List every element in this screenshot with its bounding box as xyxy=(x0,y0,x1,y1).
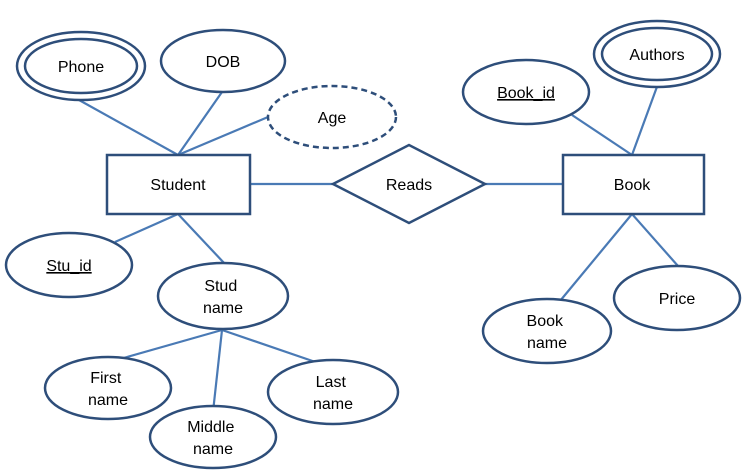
connector-bookname-book xyxy=(559,213,633,302)
stud-name-line-1: Stud xyxy=(204,278,237,295)
connector-bookid-book xyxy=(571,114,633,156)
stud-name-attribute[interactable]: Stud name xyxy=(156,261,290,331)
connector-price-book xyxy=(631,213,679,267)
book-name-attribute-label: Book name xyxy=(527,313,568,352)
book-id-attribute-label: Book_id xyxy=(497,85,555,102)
connector-middlename-studname xyxy=(211,329,224,413)
student-entity[interactable]: Student xyxy=(105,153,252,216)
connector-phone-student xyxy=(69,94,179,156)
connector-authors-book xyxy=(630,83,660,156)
book-entity-label: Book xyxy=(614,177,651,194)
authors-attribute-label: Authors xyxy=(629,47,684,64)
last-name-line-2: name xyxy=(313,396,353,413)
book-name-line-2: name xyxy=(527,335,567,352)
stu-id-attribute-label: Stu_id xyxy=(46,258,91,275)
connectors xyxy=(69,83,679,413)
phone-attribute[interactable]: Phone xyxy=(15,30,147,102)
connector-stuid-student xyxy=(114,212,179,244)
book-name-line-1: Book xyxy=(527,313,564,330)
reads-relationship-label: Reads xyxy=(386,177,432,194)
stu-id-attribute[interactable]: Stu_id xyxy=(4,231,134,299)
middle-name-attribute-label: Middle name xyxy=(187,419,239,458)
first-name-attribute[interactable]: First name xyxy=(43,355,173,421)
price-attribute[interactable]: Price xyxy=(612,264,742,332)
first-name-line-2: name xyxy=(88,392,128,409)
last-name-attribute-label: Last name xyxy=(313,374,353,413)
age-attribute-label: Age xyxy=(318,110,347,127)
book-name-attribute[interactable]: Book name xyxy=(481,297,613,365)
authors-attribute[interactable]: Authors xyxy=(592,19,722,89)
connector-age-student xyxy=(177,115,269,157)
first-name-line-1: First xyxy=(90,370,122,387)
first-name-attribute-label: First name xyxy=(88,370,128,409)
middle-name-line-2: name xyxy=(193,441,233,458)
dob-attribute-label: DOB xyxy=(206,54,241,71)
connector-dob-student xyxy=(177,91,223,156)
middle-name-line-1: Middle xyxy=(187,419,234,436)
stud-name-attribute-label: Stud name xyxy=(203,278,243,317)
reads-relationship[interactable]: Reads xyxy=(330,143,488,225)
connector-studname-student xyxy=(177,213,226,265)
middle-name-attribute[interactable]: Middle name xyxy=(148,404,278,470)
age-attribute[interactable]: Age xyxy=(266,84,398,150)
book-id-attribute[interactable]: Book_id xyxy=(461,58,591,126)
price-attribute-label: Price xyxy=(659,291,696,308)
student-entity-label: Student xyxy=(150,177,206,194)
dob-attribute[interactable]: DOB xyxy=(159,28,287,94)
phone-attribute-label: Phone xyxy=(58,59,104,76)
last-name-attribute[interactable]: Last name xyxy=(266,358,400,426)
last-name-line-1: Last xyxy=(316,374,347,391)
book-entity[interactable]: Book xyxy=(561,153,706,216)
stud-name-line-2: name xyxy=(203,300,243,317)
